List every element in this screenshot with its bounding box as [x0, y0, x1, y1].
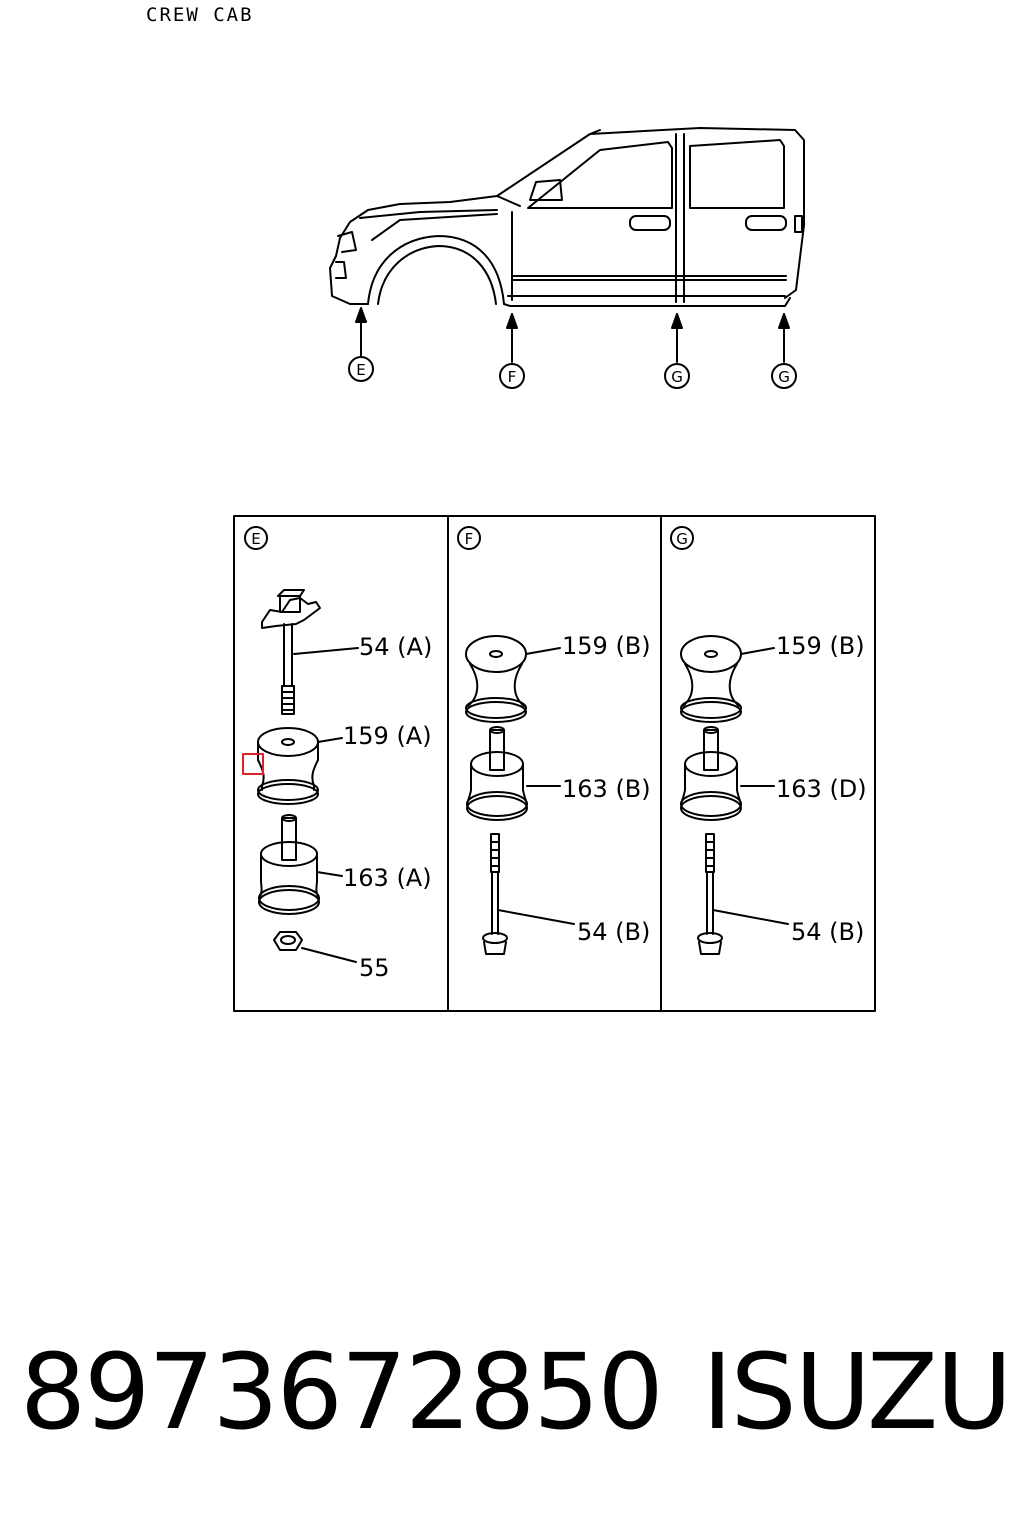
callout-e-circle	[348, 356, 374, 382]
crew-cab-truck	[329, 127, 805, 307]
highlight-marker	[242, 753, 264, 775]
panel-e-label-lower-mount: 163 (A)	[343, 864, 432, 892]
panel-g-label-upper-mount: 159 (B)	[776, 632, 865, 660]
panel-g-parts	[680, 635, 789, 955]
panel-f-label-bolt: 54 (B)	[577, 918, 650, 946]
callout-f-letter: F	[508, 368, 517, 386]
panel-g-letter: G	[676, 530, 688, 548]
callout-g1-circle	[664, 363, 690, 389]
callout-e-letter: E	[356, 361, 365, 379]
diagram-title: CREW CAB	[146, 4, 254, 26]
panel-e-label-nut: 55	[359, 954, 390, 982]
part-number: 8973672850	[20, 1331, 664, 1453]
panel-f-label-upper-mount: 159 (B)	[562, 632, 651, 660]
panel-f-label-lower-mount: 163 (B)	[562, 775, 651, 803]
location-arrows	[355, 307, 790, 363]
panel-e-parts	[257, 589, 359, 963]
parts-diagram: E F G G E F G 54 (A) 159 (A) 163 (A) 55 …	[233, 127, 876, 1012]
panel-f-letter: F	[465, 530, 474, 548]
callout-g2-circle	[771, 363, 797, 389]
callout-g1-letter: G	[671, 368, 683, 386]
panel-e-label-upper-mount: 159 (A)	[343, 722, 432, 750]
panel-e-letter: E	[251, 530, 260, 548]
callout-g2-letter: G	[778, 368, 790, 386]
panel-g-label-bolt: 54 (B)	[791, 918, 864, 946]
panel-e-label-bolt: 54 (A)	[359, 633, 432, 661]
brand-name: ISUZU	[702, 1331, 1012, 1453]
panel-g-label-lower-mount: 163 (D)	[776, 775, 867, 803]
callout-f-circle	[499, 363, 525, 389]
panel-f-parts	[465, 635, 575, 955]
detail-panels-frame	[233, 515, 876, 1012]
